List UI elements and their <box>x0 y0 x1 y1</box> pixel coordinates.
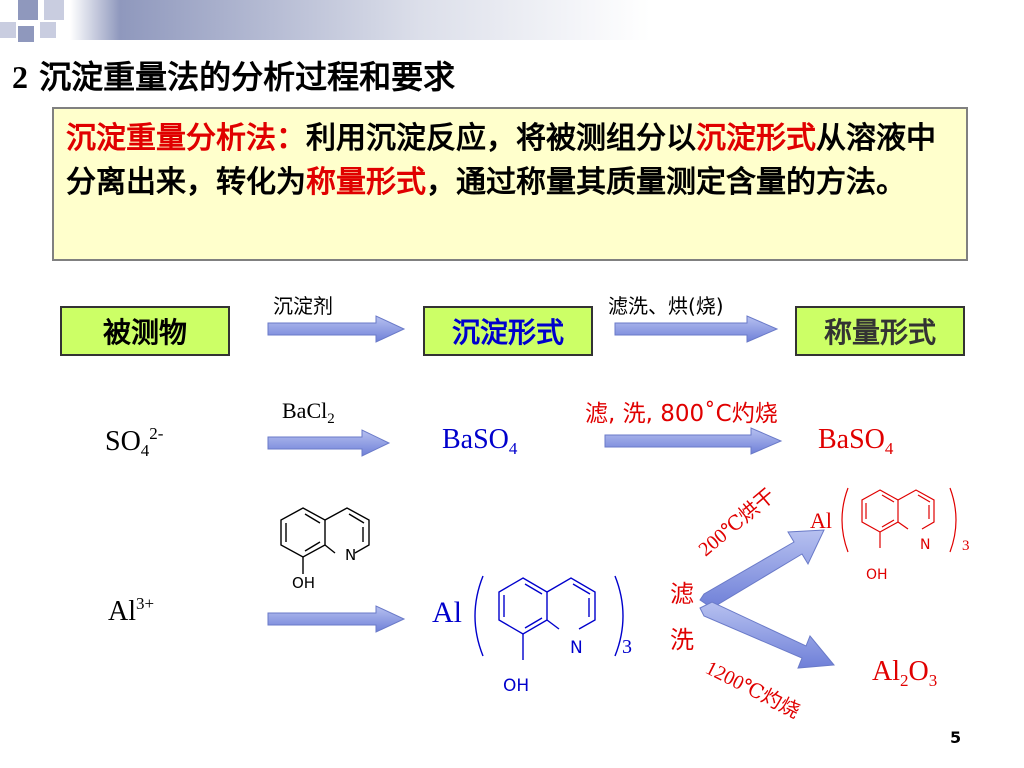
wash-label-filter: 滤 <box>670 580 694 608</box>
complex-metal-al: Al <box>432 596 462 629</box>
weighing-form-baso4: BaSO4 <box>818 424 894 458</box>
page-number: 5 <box>950 728 962 747</box>
dried-complex-structure <box>841 487 957 553</box>
reagent-oh-label: OH <box>292 574 316 592</box>
flow-box-weighing-form: 称量形式 <box>795 306 965 356</box>
reagent-bacl2: BaCl2 <box>282 398 335 427</box>
definition-highlight-precipitation-form: 沉淀形式 <box>696 121 816 156</box>
oxide-al2o3: Al2O3 <box>872 656 938 690</box>
section-number: 2 <box>12 59 28 95</box>
header-gradient-bar <box>0 0 1024 40</box>
flow-box-analyte: 被测物 <box>60 306 230 356</box>
definition-term: 沉淀重量分析法： <box>66 121 306 156</box>
section-title: 沉淀重量法的分析过程和要求 <box>39 58 456 96</box>
arrow-baso4-ignition <box>604 427 783 455</box>
definition-box: 沉淀重量分析法：利用沉淀反应，将被测组分以沉淀形式从溶液中分离出来，转化为称量形… <box>52 107 968 261</box>
flow-arrow1-label: 沉淀剂 <box>273 294 333 318</box>
al-oxine-complex-structure <box>474 575 624 660</box>
definition-text-3: ，通过称量其质量测定含量的方法。 <box>426 165 906 200</box>
ignition-condition-800: 滤, 洗, 800˚C灼烧 <box>585 401 778 427</box>
definition-text-2: 从溶液中分离出来，转化为 <box>66 121 936 200</box>
complex-count: 3 <box>622 636 632 658</box>
wash-label-wash: 洗 <box>670 626 694 654</box>
flow-arrow-2 <box>614 315 779 343</box>
dried-complex-n-label: N <box>920 537 931 553</box>
flow-box-precipitation-form: 沉淀形式 <box>423 306 593 356</box>
hydroxyquinoline-structure <box>280 507 370 574</box>
arrow-al-to-complex <box>267 605 406 633</box>
header-squares <box>0 0 80 60</box>
reagent-n-label: N <box>345 546 357 564</box>
aluminum-ion: Al3+ <box>108 594 155 627</box>
flow-arrow-1 <box>267 315 406 343</box>
arrow-sulfate-to-baso4 <box>267 429 391 457</box>
sulfate-ion: SO42- <box>105 424 164 460</box>
complex-n-label: N <box>570 638 583 658</box>
definition-highlight-weighing-form: 称量形式 <box>306 165 426 200</box>
branch-arrows <box>699 529 835 669</box>
precipitate-baso4: BaSO4 <box>442 424 518 458</box>
dried-complex-metal-al: Al <box>810 508 832 533</box>
flow-arrow2-label: 滤洗、烘(烧) <box>608 294 724 318</box>
complex-oh-label: OH <box>503 676 530 696</box>
page-title: 2 沉淀重量法的分析过程和要求 <box>12 52 455 98</box>
dried-complex-count: 3 <box>962 538 970 554</box>
definition-text-1: 利用沉淀反应，将被测组分以 <box>306 121 696 156</box>
dried-complex-oh-label: OH <box>866 567 888 583</box>
